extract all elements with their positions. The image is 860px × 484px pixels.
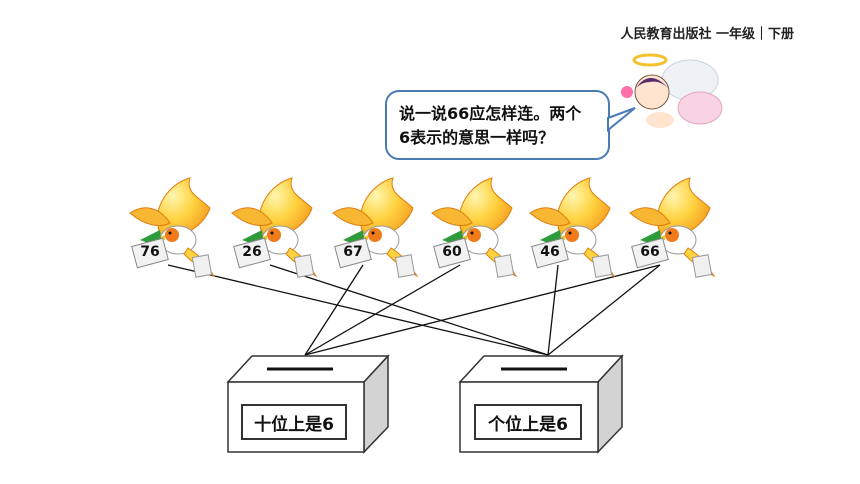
bird-number: 67	[343, 244, 362, 260]
envelope	[233, 237, 271, 269]
box-ones-label: 个位上是6	[474, 404, 582, 440]
bird-tail-paper	[191, 254, 213, 278]
bird-wing-back	[529, 207, 571, 226]
bird-tail-paper	[691, 254, 713, 278]
bubble-line-2: 6表示的意思一样吗？	[399, 128, 555, 147]
bird-head	[665, 228, 679, 242]
envelope	[631, 237, 669, 269]
bird-60[interactable]: 60	[431, 177, 518, 278]
bird-head	[467, 228, 481, 242]
bird-number: 66	[640, 244, 659, 260]
bird-head	[165, 228, 179, 242]
bird-wing-back	[332, 207, 374, 226]
box-tens-label: 十位上是6	[241, 404, 347, 440]
bird-number: 76	[140, 244, 159, 260]
bird-eye	[568, 231, 572, 235]
bird-76[interactable]: 76	[129, 177, 216, 278]
bird-tail-paper	[591, 254, 613, 278]
envelope	[334, 237, 372, 269]
bird-head	[565, 228, 579, 242]
angel-illustration	[621, 53, 723, 128]
envelope	[531, 237, 569, 269]
envelope	[433, 237, 471, 269]
bird-eye	[470, 231, 474, 235]
bird-number: 60	[442, 244, 462, 260]
bubble-tail	[607, 107, 636, 133]
bird-66[interactable]: 66	[629, 177, 716, 278]
bird-tail-paper	[293, 254, 315, 278]
bird-number: 26	[242, 244, 261, 260]
bird-head	[368, 228, 382, 242]
bird-number: 46	[540, 244, 559, 260]
bird-wing-back	[431, 207, 473, 226]
bird-eye	[168, 231, 172, 235]
bird-26[interactable]: 26	[231, 177, 318, 278]
bird-wing-back	[629, 207, 671, 226]
bird-67[interactable]: 67	[332, 177, 419, 278]
bird-tail-paper	[493, 254, 515, 278]
box-ones	[458, 354, 624, 454]
bird-wing-back	[231, 207, 273, 226]
bird-eye	[371, 231, 375, 235]
envelope	[131, 237, 169, 269]
bird-tail-paper	[394, 254, 416, 278]
bird-eye	[270, 231, 274, 235]
bubble-line-1: 说一说66应怎样连。两个	[399, 104, 582, 123]
bird-46[interactable]: 46	[529, 177, 616, 278]
publisher-header: 人民教育出版社 一年级｜下册	[620, 27, 794, 42]
connection-lines	[167, 264, 661, 356]
bird-eye	[668, 231, 672, 235]
bird-wing-back	[129, 207, 171, 226]
bird-head	[267, 228, 281, 242]
